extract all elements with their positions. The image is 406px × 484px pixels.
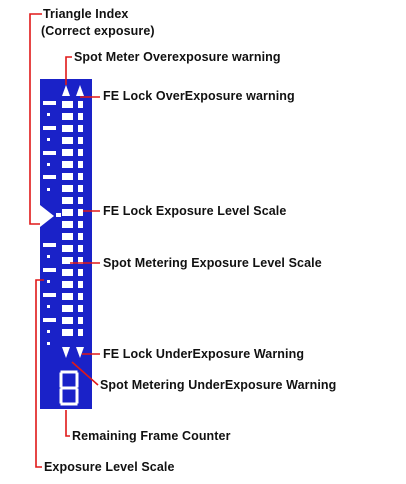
fe-scale-segment xyxy=(78,221,83,228)
left-scale-dot xyxy=(47,188,50,191)
left-scale-dot xyxy=(47,163,50,166)
spot-scale-segment xyxy=(62,257,73,264)
left-scale-dot xyxy=(47,138,50,141)
center-mark-segment xyxy=(56,213,61,217)
left-scale-dot xyxy=(47,330,50,333)
spot-scale-segment xyxy=(62,317,73,324)
triangle-index-sublabel: (Correct exposure) xyxy=(41,24,155,38)
left-scale-bar xyxy=(43,243,56,247)
left-scale-bar xyxy=(43,151,56,155)
left-scale-bar xyxy=(43,126,56,130)
fe-scale-segment xyxy=(78,317,83,324)
spot-scale-segment xyxy=(62,137,73,144)
left-scale-bar xyxy=(43,268,56,272)
left-scale-bar xyxy=(43,101,56,105)
spot-over-label: Spot Meter Overexposure warning xyxy=(74,50,281,64)
fe-scale-segment xyxy=(78,257,83,264)
spot-scale-segment xyxy=(62,329,73,336)
spot-scale-segment xyxy=(62,233,73,240)
spot-scale-segment xyxy=(62,269,73,276)
fe-scale-segment xyxy=(78,197,83,204)
fe-scale-segment xyxy=(78,269,83,276)
fe-over-label: FE Lock OverExposure warning xyxy=(103,89,295,103)
fe-scale-segment xyxy=(78,173,83,180)
spot-over-leader xyxy=(65,56,72,85)
spot-scale-segment xyxy=(62,125,73,132)
exposure-scale-leader xyxy=(35,279,44,468)
fe-scale-segment xyxy=(78,293,83,300)
fe-scale-segment xyxy=(78,113,83,120)
spot-scale-segment xyxy=(62,209,73,216)
spot-scale-segment xyxy=(62,161,73,168)
fe-scale-segment xyxy=(78,125,83,132)
spot-scale-segment xyxy=(62,149,73,156)
spot-scale-segment xyxy=(62,185,73,192)
triangle-index-leader xyxy=(29,13,42,225)
spot-under-triangle xyxy=(62,347,70,358)
left-scale-bar xyxy=(43,293,56,297)
fe-scale-segment xyxy=(78,137,83,144)
spot-scale-segment xyxy=(62,245,73,252)
fe-scale-segment xyxy=(78,149,83,156)
frame-counter-leader xyxy=(65,410,70,437)
fe-under-label: FE Lock UnderExposure Warning xyxy=(103,347,305,361)
frame-counter-digit xyxy=(59,370,79,406)
triangle-index-pointer xyxy=(40,205,54,227)
spot-scale-segment xyxy=(62,305,73,312)
spot-scale-segment xyxy=(62,113,73,120)
spot-over-triangle xyxy=(62,85,70,96)
spot-scale-segment xyxy=(62,281,73,288)
left-scale-dot xyxy=(47,305,50,308)
fe-scale-segment xyxy=(78,305,83,312)
frame-counter-label: Remaining Frame Counter xyxy=(72,429,231,443)
left-scale-bar xyxy=(43,175,56,179)
left-scale-dot xyxy=(47,113,50,116)
fe-over-triangle xyxy=(76,85,84,96)
spot-scale-segment xyxy=(62,293,73,300)
fe-scale-segment xyxy=(78,185,83,192)
triangle-index-label: Triangle Index xyxy=(43,7,129,21)
fe-scale-segment xyxy=(78,281,83,288)
fe-scale-segment xyxy=(78,233,83,240)
spot-scale-segment xyxy=(62,101,73,108)
spot-scale-label: Spot Metering Exposure Level Scale xyxy=(103,256,322,270)
spot-scale-segment xyxy=(62,221,73,228)
fe-scale-segment xyxy=(78,245,83,252)
spot-under-leader xyxy=(71,361,99,386)
left-scale-dot xyxy=(47,255,50,258)
left-scale-dot xyxy=(47,342,50,345)
spot-scale-segment xyxy=(62,173,73,180)
spot-scale-segment xyxy=(62,197,73,204)
left-scale-dot xyxy=(47,280,50,283)
exposure-scale-label: Exposure Level Scale xyxy=(44,460,175,474)
fe-scale-label: FE Lock Exposure Level Scale xyxy=(103,204,287,218)
fe-under-triangle xyxy=(76,347,84,358)
fe-scale-segment xyxy=(78,209,83,216)
fe-scale-segment xyxy=(78,329,83,336)
spot-under-label: Spot Metering UnderExposure Warning xyxy=(100,378,337,392)
fe-scale-segment xyxy=(78,161,83,168)
fe-scale-segment xyxy=(78,101,83,108)
left-scale-bar xyxy=(43,318,56,322)
